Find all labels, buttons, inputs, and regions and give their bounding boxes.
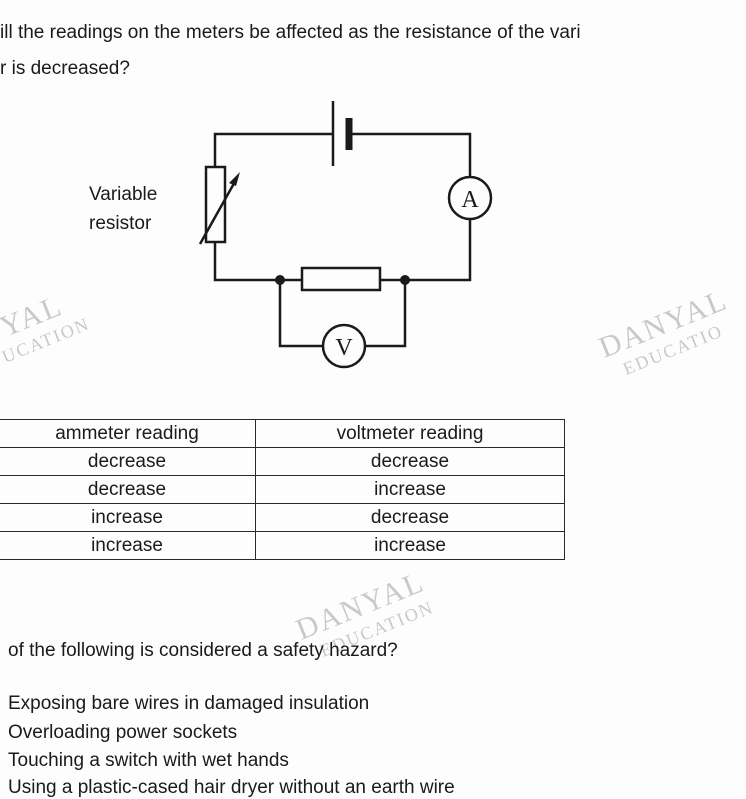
table-cell: decrease [255, 503, 565, 532]
header-ammeter: ammeter reading [0, 419, 256, 448]
table-cell: increase [255, 531, 565, 560]
fixed-resistor [300, 266, 382, 292]
ammeter-circle [447, 175, 493, 221]
table-row: increase increase [0, 531, 565, 560]
variable-resistor-arrowhead [229, 172, 240, 186]
table-header-row: ammeter reading voltmeter reading [0, 419, 565, 448]
table-cell: increase [255, 475, 565, 504]
table-cell: decrease [0, 475, 256, 504]
variable-resistor-label-line-1: Variable [89, 184, 157, 205]
right-wire [403, 213, 472, 282]
table-cell: increase [0, 503, 256, 532]
table-row: increase decrease [0, 503, 565, 532]
voltmeter-symbol: V [335, 335, 353, 361]
header-voltmeter: voltmeter reading [255, 419, 565, 448]
top-left-wire [213, 132, 334, 169]
table-cell: decrease [0, 447, 256, 476]
question-2-stem: of the following is considered a safety … [8, 640, 398, 661]
option-3: Touching a switch with wet hands [8, 750, 289, 771]
question-text-line-1: ill the readings on the meters be affect… [0, 22, 581, 43]
top-right-wire [350, 132, 472, 177]
circuit-diagram: A V Variable resistor [89, 101, 493, 369]
table-cell: increase [0, 531, 256, 560]
junction-left [275, 275, 285, 285]
variable-resistor-label-line-2: resistor [89, 213, 152, 234]
option-4: Using a plastic-cased hair dryer without… [8, 777, 455, 798]
option-2: Overloading power sockets [8, 722, 238, 743]
voltmeter-left-wire [278, 278, 325, 348]
bottom-wire-left [213, 240, 304, 282]
voltmeter-circle [321, 323, 367, 369]
option-1: Exposing bare wires in damaged insulatio… [8, 693, 370, 714]
table-cell: decrease [255, 447, 565, 476]
voltmeter-right-wire [363, 278, 407, 348]
junction-right [400, 275, 410, 285]
variable-resistor-arrow [198, 177, 239, 245]
table-row: decrease decrease [0, 447, 565, 476]
table-row: decrease increase [0, 475, 565, 504]
question-text-line-2: r is decreased? [0, 58, 130, 79]
ammeter-symbol: A [461, 187, 479, 213]
answer-table: ammeter reading voltmeter reading decrea… [0, 419, 565, 560]
